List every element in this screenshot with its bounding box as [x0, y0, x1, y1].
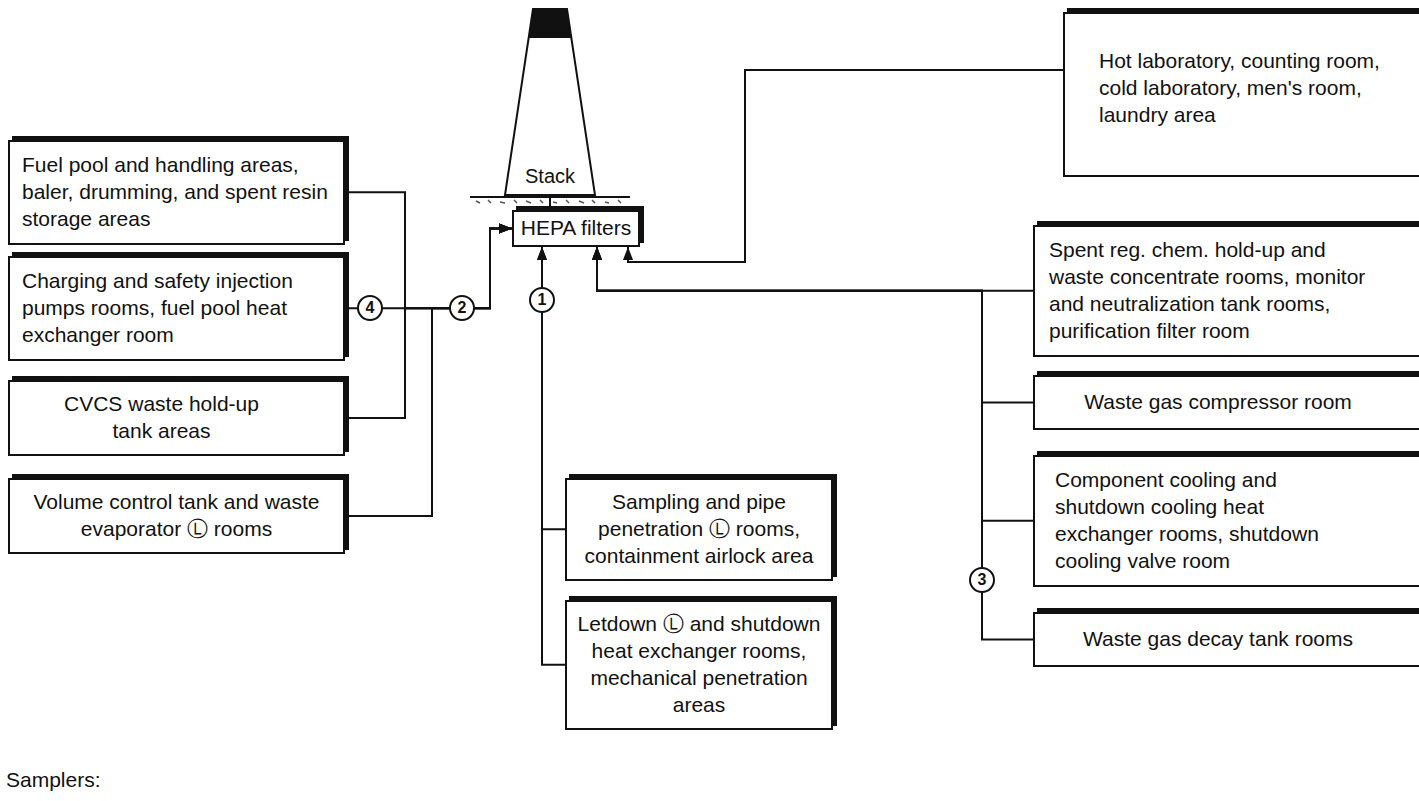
- box-text: CVCS waste hold-up tank areas: [60, 391, 263, 445]
- area-box: Component cooling and shutdown cooling h…: [1033, 455, 1419, 587]
- box-text: Sampling and pipe penetration Ⓛ rooms, c…: [575, 489, 823, 570]
- area-box: Hot laboratory, counting room, cold labo…: [1063, 12, 1419, 177]
- callout-number: 2: [449, 295, 475, 321]
- callout-number: 3: [969, 567, 995, 593]
- area-box: Charging and safety injection pumps room…: [8, 256, 345, 361]
- area-box: Sampling and pipe penetration Ⓛ rooms, c…: [565, 478, 833, 581]
- area-box: Spent reg. chem. hold-up and waste conce…: [1033, 225, 1419, 357]
- area-box: Letdown Ⓛ and shutdown heat exchanger ro…: [565, 600, 833, 730]
- area-box: Waste gas compressor room: [1033, 375, 1419, 430]
- connector-arrow: [345, 228, 512, 417]
- connector-arrow: [597, 247, 1033, 291]
- connector-arrow: [628, 70, 1063, 262]
- box-text: Charging and safety injection pumps room…: [22, 268, 333, 349]
- box-text: Stack: [500, 164, 600, 190]
- connector-arrow: [345, 192, 512, 308]
- callout-number: 1: [529, 287, 555, 313]
- connector-arrow: [597, 247, 1033, 403]
- connector-arrow: [345, 228, 512, 515]
- box-text: Letdown Ⓛ and shutdown heat exchanger ro…: [575, 611, 823, 719]
- area-box: CVCS waste hold-up tank areas: [8, 380, 345, 456]
- box-text: Waste gas compressor room: [1065, 389, 1371, 416]
- box-text: Fuel pool and handling areas, baler, dru…: [22, 152, 333, 233]
- box-text: Volume control tank and waste evaporator…: [24, 489, 329, 543]
- stack-chimney: Stack: [500, 8, 600, 196]
- connector-arrow: [549, 196, 551, 210]
- area-box: Waste gas decay tank rooms: [1033, 612, 1419, 667]
- box-text: Component cooling and shutdown cooling h…: [1055, 467, 1341, 575]
- box-text: Hot laboratory, counting room, cold labo…: [1099, 48, 1401, 129]
- filter-box: HEPA filters: [512, 210, 640, 247]
- box-text: Spent reg. chem. hold-up and waste conce…: [1049, 237, 1371, 345]
- legend-heading: Samplers:: [4, 768, 103, 792]
- box-text: HEPA filters: [518, 215, 634, 242]
- area-box: Volume control tank and waste evaporator…: [8, 478, 345, 554]
- box-text: Waste gas decay tank rooms: [1065, 626, 1371, 653]
- area-box: Fuel pool and handling areas, baler, dru…: [8, 140, 345, 245]
- callout-number: 4: [357, 295, 383, 321]
